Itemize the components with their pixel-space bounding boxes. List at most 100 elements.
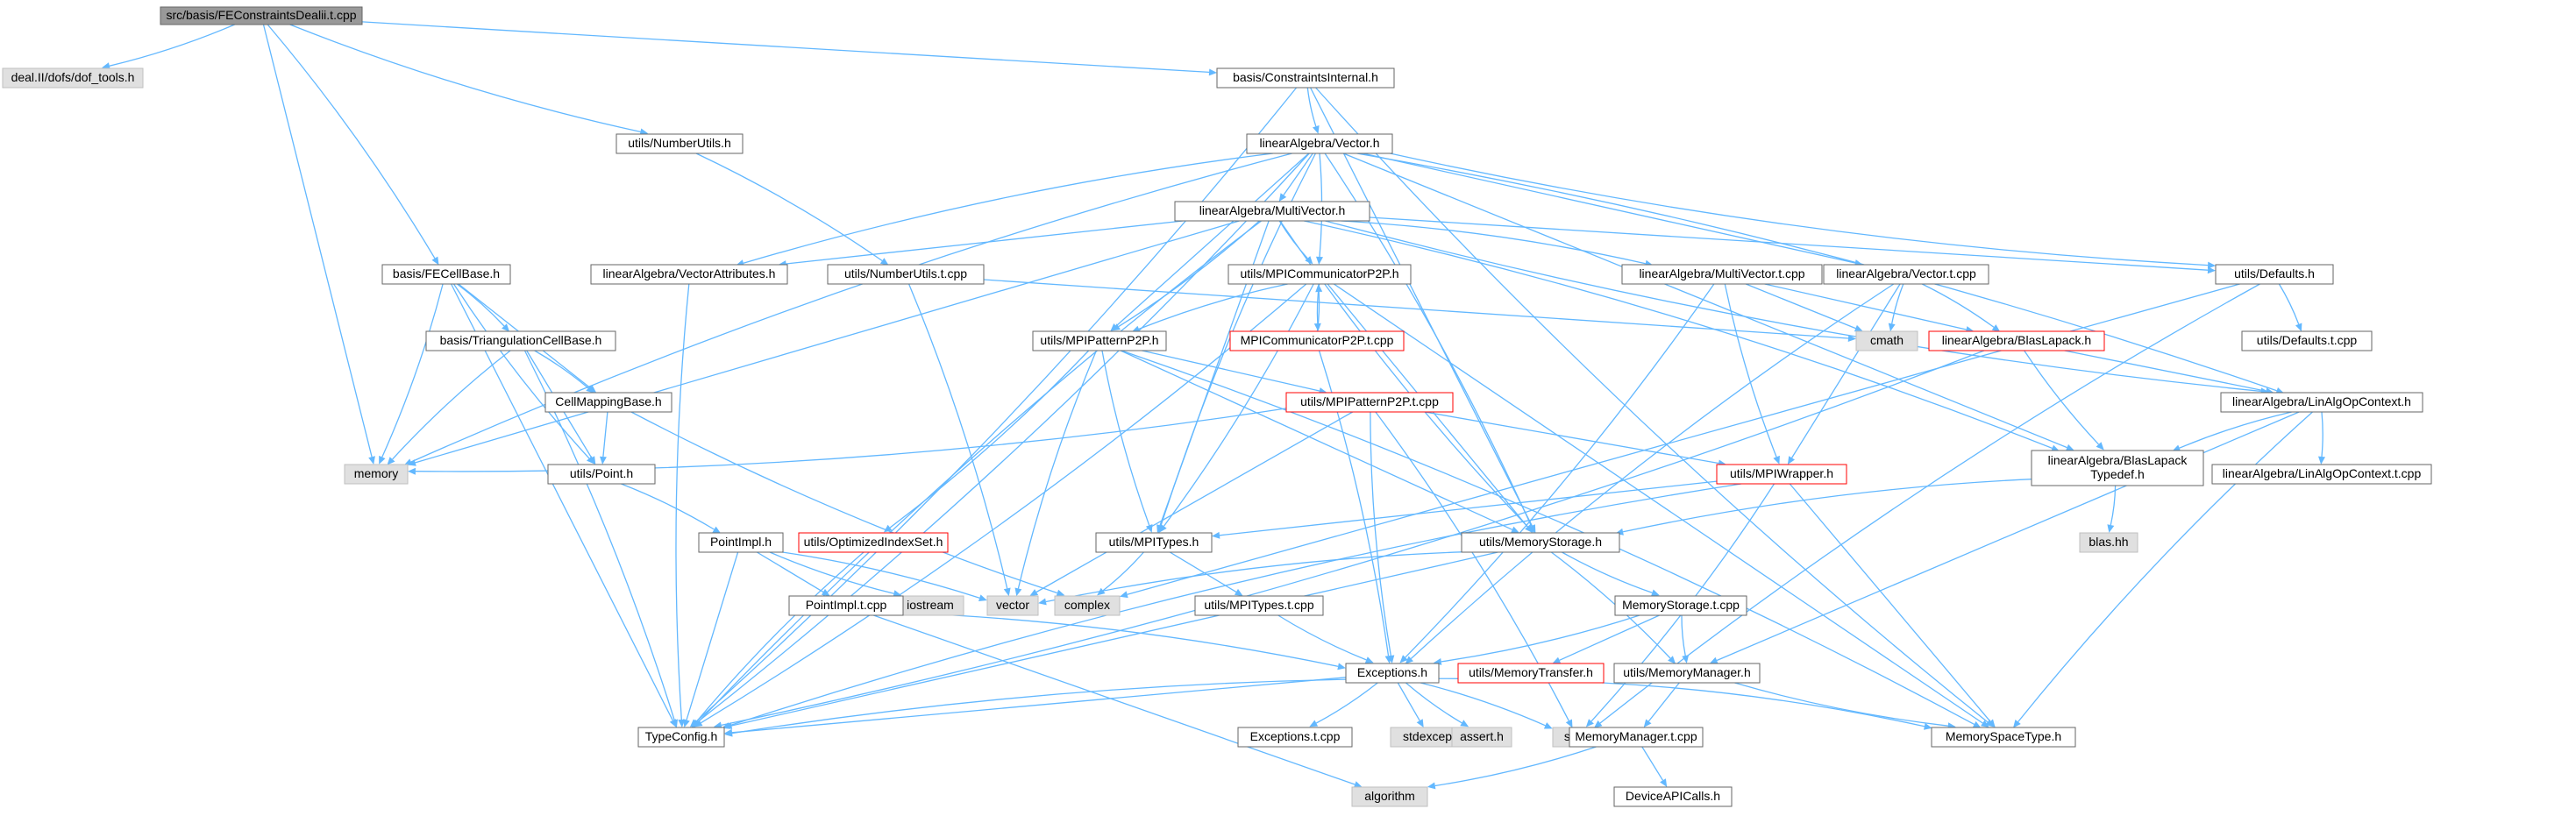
edge-mpiTypes-to-complex bbox=[1097, 551, 1144, 596]
edge-blas-to-blasTypedef bbox=[2024, 350, 2104, 451]
edge-line bbox=[410, 153, 1292, 463]
edge-mvT-to-exc bbox=[1399, 283, 1715, 663]
edge-line bbox=[756, 551, 824, 592]
arrowhead bbox=[1159, 524, 1167, 533]
node-defaults[interactable]: utils/Defaults.h bbox=[2215, 264, 2334, 285]
node-memStor[interactable]: utils/MemoryStorage.h bbox=[1461, 532, 1620, 553]
node-exc[interactable]: Exceptions.h bbox=[1345, 663, 1440, 684]
edge-root-to-dofTools bbox=[102, 24, 235, 70]
node-defaultsT[interactable]: utils/Defaults.t.cpp bbox=[2241, 330, 2373, 351]
edge-line bbox=[695, 87, 1298, 722]
node-label: utils/NumberUtils.h bbox=[628, 136, 730, 150]
node-mpiPatT[interactable]: utils/MPIPatternP2P.t.cpp bbox=[1285, 392, 1454, 413]
edge-line bbox=[1101, 350, 1150, 526]
node-typeConfig[interactable]: TypeConfig.h bbox=[637, 727, 725, 748]
node-box bbox=[1228, 264, 1412, 285]
node-box bbox=[1823, 264, 1989, 285]
node-label: utils/MemoryStorage.h bbox=[1479, 535, 1602, 549]
node-mpiCommT[interactable]: MPICommunicatorP2P.t.cpp bbox=[1229, 330, 1405, 351]
node-iostream[interactable]: iostream bbox=[896, 595, 964, 616]
node-box bbox=[1613, 786, 1733, 807]
arrowhead bbox=[387, 457, 395, 465]
node-box bbox=[547, 464, 656, 485]
node-label: linearAlgebra/Vector.t.cpp bbox=[1836, 266, 1976, 280]
arrowhead bbox=[671, 719, 678, 728]
edge-line bbox=[696, 153, 1310, 723]
edge-mpiPat-to-vector bbox=[1014, 350, 1097, 597]
edge-line bbox=[1641, 746, 1664, 781]
node-vector[interactable]: vector bbox=[986, 595, 1039, 616]
node-devApi[interactable]: DeviceAPICalls.h bbox=[1613, 786, 1733, 807]
node-blas[interactable]: linearAlgebra/BlasLapack.h bbox=[1928, 330, 2105, 351]
node-vecT[interactable]: linearAlgebra/Vector.t.cpp bbox=[1823, 264, 1989, 285]
node-mpiComm[interactable]: utils/MPICommunicatorP2P.h bbox=[1228, 264, 1412, 285]
node-mpiTypesT[interactable]: utils/MPITypes.t.cpp bbox=[1194, 595, 1324, 616]
edge-line bbox=[1424, 411, 1719, 465]
node-algorithm[interactable]: algorithm bbox=[1351, 786, 1428, 807]
node-memMgrT[interactable]: MemoryManager.t.cpp bbox=[1569, 727, 1704, 748]
node-mvT[interactable]: linearAlgebra/MultiVector.t.cpp bbox=[1621, 264, 1823, 285]
node-cellMap[interactable]: CellMappingBase.h bbox=[544, 392, 672, 413]
node-cmath[interactable]: cmath bbox=[1855, 330, 1918, 351]
node-linAlgT[interactable]: linearAlgebra/LinAlgOpContext.t.cpp bbox=[2211, 464, 2432, 485]
node-box bbox=[616, 133, 744, 154]
node-label: vector bbox=[996, 598, 1029, 612]
edge-line bbox=[1647, 682, 1680, 722]
edge-line bbox=[1420, 682, 1546, 727]
edge-mpiWrap-to-memSpace bbox=[1789, 483, 1996, 727]
node-memTrans[interactable]: utils/MemoryTransfer.h bbox=[1457, 663, 1605, 684]
node-label: basis/TriangulationCellBase.h bbox=[440, 333, 602, 347]
node-excT[interactable]: Exceptions.t.cpp bbox=[1237, 727, 1353, 748]
node-pointImpl[interactable]: PointImpl.h bbox=[698, 532, 784, 553]
edge-line bbox=[731, 678, 1459, 734]
node-mpiPat[interactable]: utils/MPIPatternP2P.h bbox=[1032, 330, 1167, 351]
edge-line bbox=[361, 21, 1210, 74]
edge-line bbox=[1341, 220, 1646, 265]
arrowhead bbox=[1131, 325, 1141, 333]
edge-root-to-memory bbox=[262, 24, 375, 465]
node-vecH[interactable]: linearAlgebra/Vector.h bbox=[1246, 133, 1393, 154]
node-pointImplT[interactable]: PointImpl.t.cpp bbox=[788, 595, 904, 616]
node-linAlg[interactable]: linearAlgebra/LinAlgOpContext.h bbox=[2220, 392, 2423, 413]
node-blashh[interactable]: blas.hh bbox=[2079, 532, 2138, 553]
node-label: utils/MemoryManager.h bbox=[1623, 665, 1751, 679]
edge-vecH-to-blasTypedef bbox=[1342, 153, 2074, 451]
edge-exc-to-stdexcept bbox=[1397, 682, 1424, 727]
node-memory[interactable]: memory bbox=[344, 464, 409, 485]
node-label: linearAlgebra/LinAlgOpContext.h bbox=[2232, 394, 2411, 408]
node-mvH[interactable]: linearAlgebra/MultiVector.h bbox=[1174, 201, 1370, 222]
arrowhead bbox=[1364, 656, 1374, 663]
node-mpiWrap[interactable]: utils/MPIWrapper.h bbox=[1716, 464, 1847, 485]
node-assert[interactable]: assert.h bbox=[1451, 727, 1512, 748]
node-point[interactable]: utils/Point.h bbox=[547, 464, 656, 485]
edge-pointImpl-to-pointImplT bbox=[756, 551, 830, 596]
edge-line bbox=[1035, 411, 1354, 593]
node-root[interactable]: src/basis/FEConstraintsDealii.t.cpp bbox=[160, 6, 363, 25]
edge-line bbox=[267, 24, 436, 259]
arrowhead bbox=[1399, 655, 1408, 663]
node-vecAttr[interactable]: linearAlgebra/VectorAttributes.h bbox=[590, 264, 788, 285]
node-mpiTypes[interactable]: utils/MPITypes.h bbox=[1095, 532, 1213, 553]
arrowhead bbox=[1003, 587, 1011, 597]
arrowhead bbox=[691, 720, 700, 728]
arrowhead bbox=[883, 524, 893, 533]
edge-line bbox=[392, 350, 511, 460]
node-optIdx[interactable]: utils/OptimizedIndexSet.h bbox=[798, 532, 949, 553]
node-triCell[interactable]: basis/TriangulationCellBase.h bbox=[425, 330, 616, 351]
node-memMgr[interactable]: utils/MemoryManager.h bbox=[1613, 663, 1761, 684]
node-box bbox=[1614, 595, 1747, 616]
node-box bbox=[698, 532, 784, 553]
node-feCell[interactable]: basis/FECellBase.h bbox=[381, 264, 511, 285]
edge-line bbox=[701, 283, 1307, 724]
node-memStorT[interactable]: MemoryStorage.t.cpp bbox=[1614, 595, 1747, 616]
node-memSpace[interactable]: MemorySpaceType.h bbox=[1931, 727, 2076, 748]
node-numUtilsT[interactable]: utils/NumberUtils.t.cpp bbox=[827, 264, 985, 285]
node-dofTools[interactable]: deal.II/dofs/dof_tools.h bbox=[2, 67, 144, 89]
edge-line bbox=[1325, 220, 2261, 393]
node-complex[interactable]: complex bbox=[1054, 595, 1121, 616]
edge-mpiTypesT-to-exc bbox=[1277, 614, 1374, 663]
edge-mpiPat-to-memSpace bbox=[1121, 350, 1982, 728]
node-consInt[interactable]: basis/ConstraintsInternal.h bbox=[1216, 67, 1395, 89]
node-numUtils[interactable]: utils/NumberUtils.h bbox=[616, 133, 744, 154]
